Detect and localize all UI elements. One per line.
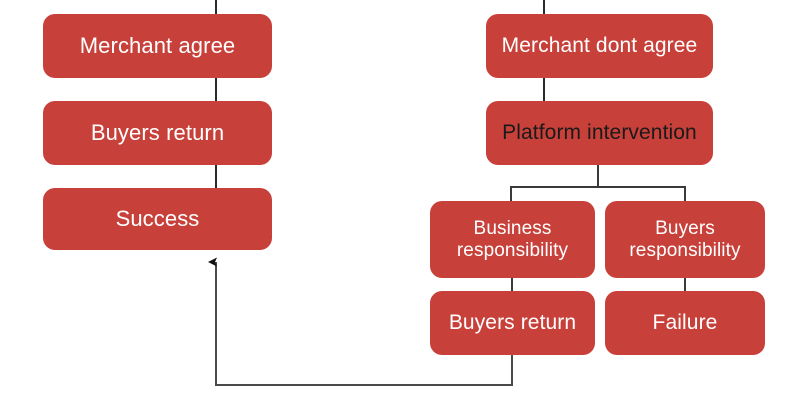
node-failure[interactable]: Failure (605, 291, 765, 355)
node-buyers-return-left[interactable]: Buyers return (43, 101, 272, 165)
node-label: Buyers responsibility (629, 218, 741, 261)
node-label: Success (115, 205, 200, 231)
node-label: Failure (652, 311, 718, 335)
node-label: Merchant agree (79, 32, 236, 58)
node-buyers-return-right[interactable]: Buyers return (430, 291, 595, 355)
node-label: Business responsibility (456, 218, 569, 261)
node-buyers-responsibility[interactable]: Buyers responsibility (605, 201, 765, 278)
node-business-responsibility[interactable]: Business responsibility (430, 201, 595, 278)
node-label: Merchant dont agree (501, 34, 698, 58)
node-merchant-agree[interactable]: Merchant agree (43, 14, 272, 78)
node-success[interactable]: Success (43, 188, 272, 250)
node-label: Platform intervention (502, 121, 697, 145)
node-label: Buyers return (90, 119, 225, 145)
node-platform-intervention[interactable]: Platform intervention (486, 101, 713, 165)
node-label: Buyers return (448, 311, 577, 335)
node-merchant-dont-agree[interactable]: Merchant dont agree (486, 14, 713, 78)
